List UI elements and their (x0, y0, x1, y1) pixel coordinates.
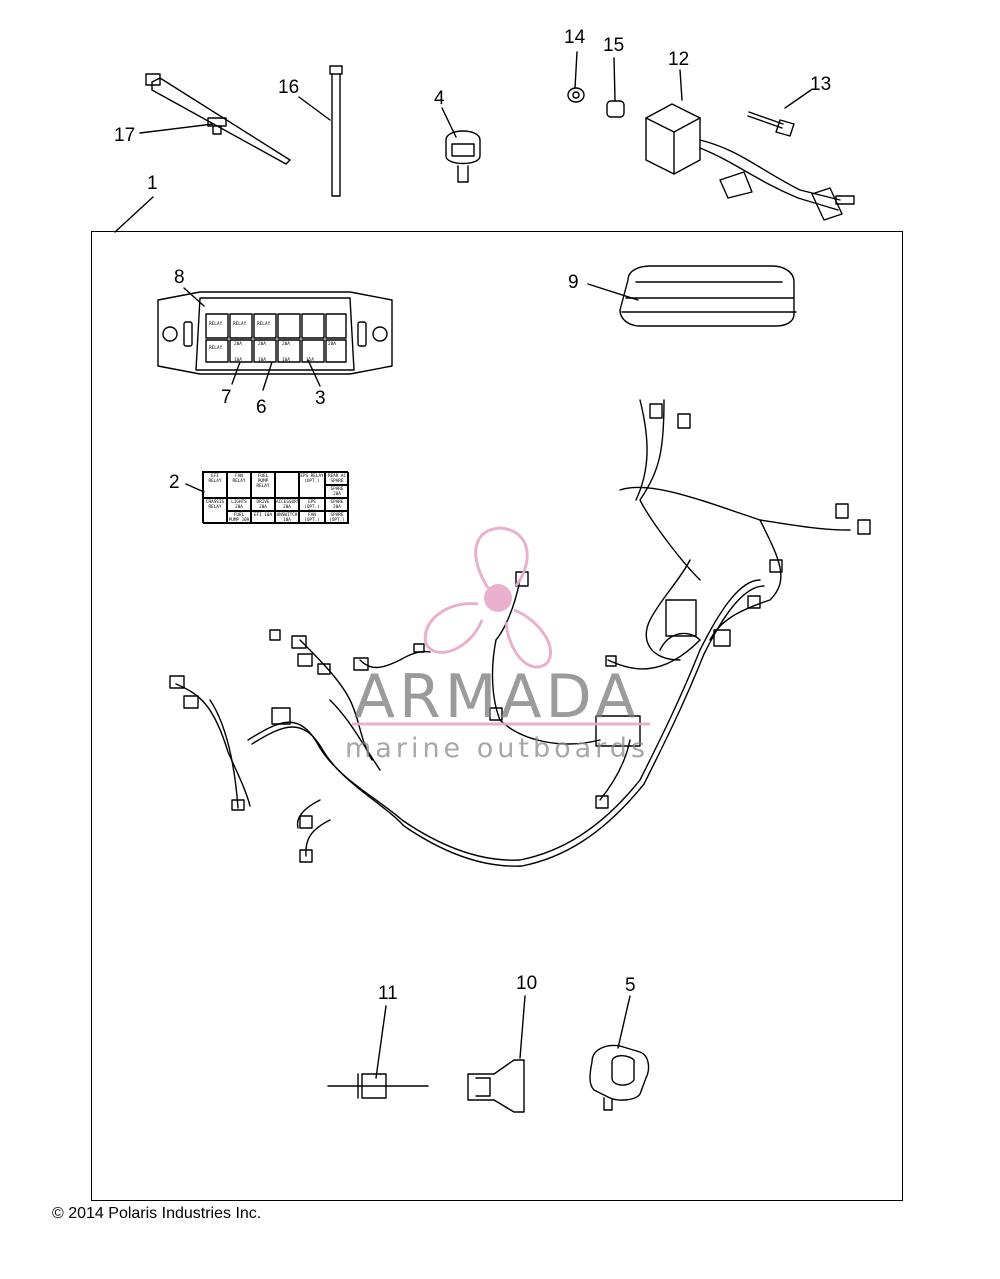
label-cell: FAN RELAY (227, 472, 251, 498)
fuse-slot-label: 10A (282, 358, 290, 363)
callout-5: 5 (625, 975, 636, 996)
label-cell: FAN (OPT.) 15A (299, 511, 325, 524)
callout-7: 7 (221, 387, 232, 408)
callout-11: 11 (378, 983, 398, 1004)
label-cell: SPARE 20A (325, 498, 349, 511)
label-cell: EFI RELAY (203, 472, 227, 498)
callout-6: 6 (256, 397, 267, 418)
label-cell: EPS RELAY (OPT.) (299, 472, 325, 498)
callout-17: 17 (114, 125, 136, 146)
fuse-slot-label: 20A (258, 342, 266, 347)
callout-13: 13 (810, 74, 832, 95)
callout-15: 15 (603, 35, 625, 56)
callout-14: 14 (564, 27, 586, 48)
label-cell: SPARE 20A (325, 485, 349, 498)
watermark-word: ARMADA (354, 662, 640, 732)
label-cell: UNSWITCH 10A (275, 511, 299, 524)
callout-3: 3 (315, 388, 326, 409)
harness-assembly-frame (91, 231, 903, 1201)
label-cell: LIGHTS 20A (227, 498, 251, 511)
fuse-slot-label: 10A (258, 358, 266, 363)
fuse-slot-label: 20A (234, 342, 242, 347)
fuse-slot-label: 20A (328, 342, 336, 347)
fuse-label-decal: EFI RELAY FAN RELAY FUEL PUMP RELAY EPS … (202, 471, 349, 524)
watermark-propeller-icon (423, 526, 553, 669)
callout-9: 9 (568, 272, 579, 293)
relay-slot-label: RELAY (209, 346, 223, 351)
label-cell: FUEL PUMP RELAY (251, 472, 275, 498)
label-cell: ACCESSORY 20A (275, 498, 299, 511)
fuse-slot-label: 20A (282, 342, 290, 347)
relay-slot-label: RELAY (209, 322, 223, 327)
copyright-notice: © 2014 Polaris Industries Inc. (52, 1205, 262, 1222)
label-cell: FUEL PUMP 10A (227, 511, 251, 524)
watermark-subtitle: marine outboards (345, 733, 650, 764)
relay-slot-label: RELAY (257, 322, 271, 327)
callout-16: 16 (278, 77, 300, 98)
fuse-slot-label: 10A (234, 358, 242, 363)
callout-8: 8 (174, 267, 185, 288)
callout-12: 12 (668, 49, 690, 70)
label-cell: REAR AC SPARE (325, 472, 349, 485)
label-cell: SPARE (OPT.) 20A (325, 511, 349, 524)
callout-1: 1 (147, 173, 158, 194)
callout-4: 4 (434, 88, 445, 109)
label-cell: DRIVE 20A (251, 498, 275, 511)
callout-2: 2 (169, 472, 180, 493)
label-cell: CHASSIS RELAY (203, 498, 227, 524)
label-cell: EFI 10A (251, 511, 275, 524)
fuse-slot-label: 15A (306, 358, 314, 363)
watermark-propeller-hub-icon (484, 584, 512, 612)
label-cell (275, 472, 299, 498)
relay-slot-label: RELAY (233, 322, 247, 327)
callout-10: 10 (516, 973, 538, 994)
label-cell: EPS (OPT.) 10A (299, 498, 325, 511)
